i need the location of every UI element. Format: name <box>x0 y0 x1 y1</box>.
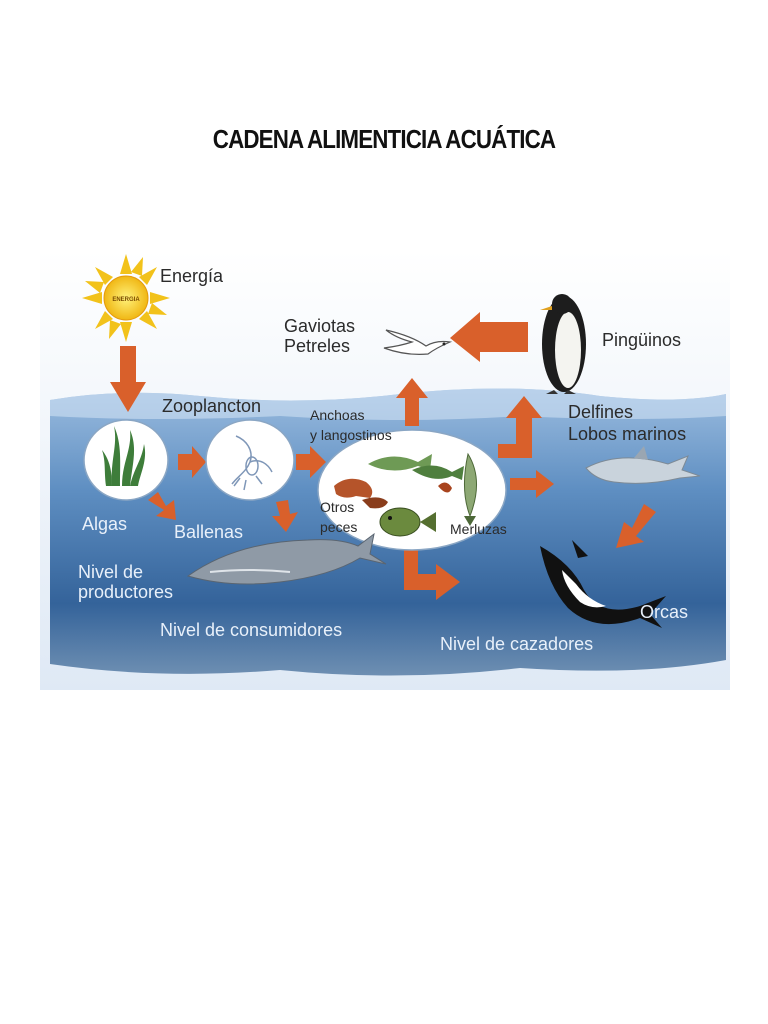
water-surface-highlight <box>50 388 726 420</box>
label-merluzas: Merluzas <box>450 521 507 537</box>
label-lobos-marinos: Lobos marinos <box>568 424 686 444</box>
label-ballenas: Ballenas <box>174 522 243 542</box>
zooplankton-icon <box>231 435 273 491</box>
label-anchoas: Anchoas <box>310 407 364 423</box>
label-zooplancton: Zooplancton <box>162 396 261 416</box>
label-orcas: Orcas <box>640 602 688 622</box>
label-nivel-de: Nivel de <box>78 562 143 582</box>
algas-bubble <box>83 419 169 501</box>
whale-icon <box>186 532 387 585</box>
arrow-sun-to-algas <box>110 346 146 412</box>
arrow-anchoas-to-delfines <box>498 396 542 458</box>
gull-icon <box>383 329 453 355</box>
sun-energy-label: ENERGIA <box>112 297 140 303</box>
page-title: CADENA ALIMENTICIA ACUÁTICA <box>212 124 556 154</box>
arrow-zooplancton-to-anchoas <box>296 446 326 478</box>
label-petreles: Petreles <box>284 336 350 356</box>
label-otros: Otros <box>320 499 354 515</box>
peces-bubble <box>317 429 507 551</box>
piranha-icon <box>379 507 436 537</box>
merluza-icon <box>464 452 478 526</box>
arrow-zooplancton-to-ballenas <box>272 500 298 532</box>
label-peces: peces <box>320 519 357 535</box>
label-pinguinos: Pingüinos <box>602 330 681 350</box>
arrow-pinguinos-to-gaviotas <box>450 312 528 362</box>
arrow-algas-to-ballenas <box>148 492 176 520</box>
arrow-anchoas-to-lobos <box>510 470 554 498</box>
penguin-icon <box>540 294 586 394</box>
label-energia: Energía <box>160 266 224 286</box>
crab-icon <box>438 482 452 493</box>
label-delfines: Delfines <box>568 402 633 422</box>
label-nivel-cazadores: Nivel de cazadores <box>440 634 593 654</box>
label-gaviotas: Gaviotas <box>284 316 355 336</box>
label-nivel-consumidores: Nivel de consumidores <box>160 620 342 640</box>
arrow-delfines-to-orcas <box>616 504 656 548</box>
label-productores: productores <box>78 582 173 602</box>
label-algas: Algas <box>82 514 127 534</box>
seaweed-icon <box>102 426 146 486</box>
arrow-algas-to-zooplancton <box>178 446 206 478</box>
anchovy-icon <box>368 454 464 480</box>
aquatic-food-chain-diagram: ENERGIA <box>40 250 730 690</box>
shrimp-icon <box>334 478 388 509</box>
arrow-anchoas-to-gaviotas <box>396 378 428 426</box>
sun-icon <box>82 254 170 342</box>
label-langostinos: y langostinos <box>310 427 392 443</box>
food-chain-arrows <box>110 312 656 600</box>
dolphin-icon <box>585 446 701 484</box>
zooplancton-bubble <box>205 419 295 501</box>
arrow-anchoas-to-cazadores <box>404 546 460 600</box>
orca-icon <box>540 540 666 628</box>
